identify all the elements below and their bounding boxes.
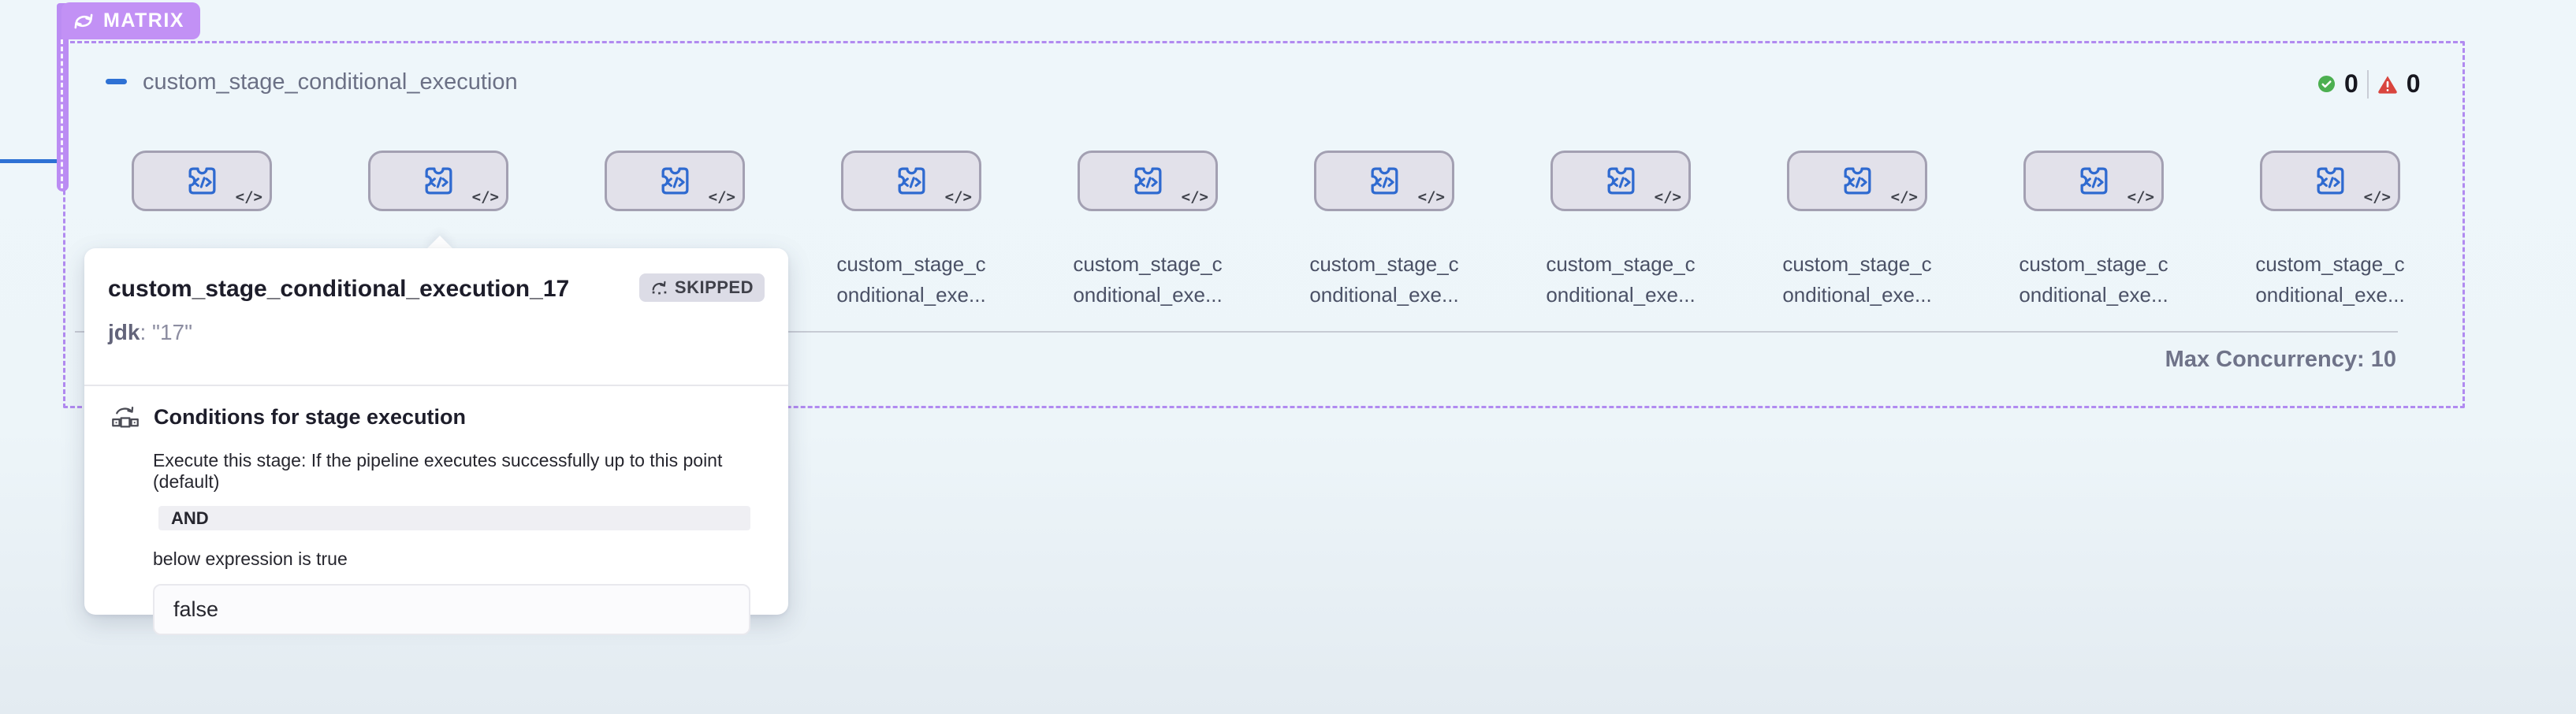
custom-stage-icon — [420, 163, 457, 199]
expression-subtext: below expression is true — [153, 549, 348, 569]
stage-group-title: custom_stage_conditional_execution — [143, 69, 518, 95]
custom-stage-icon — [1366, 163, 1403, 199]
stage-tooltip: custom_stage_conditional_execution_17 SK… — [84, 248, 788, 635]
matrix-left-accent-bar — [57, 3, 69, 192]
max-concurrency-label: Max Concurrency: 10 — [2165, 347, 2396, 372]
stage-card[interactable]: </> — [1787, 151, 1927, 211]
accent-bar-dash — [61, 39, 63, 188]
variable-key: jdk — [108, 320, 140, 344]
code-icon: </> — [944, 188, 972, 206]
code-icon: </> — [2127, 188, 2154, 206]
variable-value: : "17" — [140, 320, 193, 344]
tooltip-divider — [84, 385, 788, 386]
stage-card[interactable]: </> — [132, 151, 272, 211]
stage-cell: </> — [368, 151, 508, 311]
custom-stage-icon — [1603, 163, 1640, 199]
conditional-execution-icon — [110, 403, 140, 431]
stage-cell: </> — [605, 151, 745, 311]
success-icon — [2317, 75, 2336, 93]
tooltip-title: custom_stage_conditional_execution_17 — [108, 276, 570, 302]
custom-stage-icon — [1839, 163, 1876, 199]
conditions-heading: Conditions for stage execution — [154, 405, 467, 429]
matrix-badge-label: MATRIX — [103, 9, 184, 32]
custom-stage-icon — [1130, 163, 1167, 199]
stage-card[interactable]: </> — [1314, 151, 1454, 211]
custom-stage-icon — [657, 163, 694, 199]
code-icon: </> — [1181, 188, 1208, 206]
operator-bar: AND — [158, 506, 750, 530]
conditions-description: Execute this stage: If the pipeline exec… — [153, 450, 723, 492]
stage-card[interactable]: </> — [1078, 151, 1218, 211]
skipped-icon — [650, 279, 668, 297]
stage-card[interactable]: </> — [841, 151, 981, 211]
stage-card[interactable]: </> — [2023, 151, 2164, 211]
stage-card[interactable]: </> — [368, 151, 508, 211]
success-count: 0 — [2344, 69, 2358, 98]
code-icon: </> — [708, 188, 735, 206]
stage-card[interactable]: </> — [2260, 151, 2400, 211]
matrix-badge[interactable]: MATRIX — [61, 2, 200, 39]
custom-stage-icon — [2312, 163, 2349, 199]
code-icon: </> — [235, 188, 262, 206]
stage-cards-row: </> </> — [132, 151, 2405, 311]
expression-input[interactable]: false — [153, 584, 750, 635]
status-badge: SKIPPED — [638, 273, 765, 302]
stage-cell: </> — [132, 151, 272, 311]
status-counters: 0 0 — [2317, 69, 2421, 99]
error-count: 0 — [2406, 69, 2421, 98]
custom-stage-icon — [2075, 163, 2113, 199]
custom-stage-icon — [893, 163, 930, 199]
loop-icon — [72, 11, 95, 32]
code-icon: </> — [2363, 188, 2391, 206]
code-icon: </> — [1654, 188, 1681, 206]
counter-divider — [2366, 69, 2369, 99]
matrix-footer-divider — [75, 331, 2398, 333]
stage-variable: jdk: "17" — [84, 320, 788, 345]
stage-card[interactable]: </> — [605, 151, 745, 211]
collapse-group-icon[interactable] — [106, 79, 127, 84]
code-icon: </> — [471, 188, 499, 206]
code-icon: </> — [1417, 188, 1445, 206]
custom-stage-icon — [184, 163, 221, 199]
matrix-stage-container — [63, 41, 2465, 408]
pipeline-connector-line — [0, 159, 58, 163]
error-icon — [2377, 75, 2398, 94]
stage-card[interactable]: </> — [1550, 151, 1691, 211]
status-badge-label: SKIPPED — [674, 277, 754, 297]
code-icon: </> — [1890, 188, 1918, 206]
